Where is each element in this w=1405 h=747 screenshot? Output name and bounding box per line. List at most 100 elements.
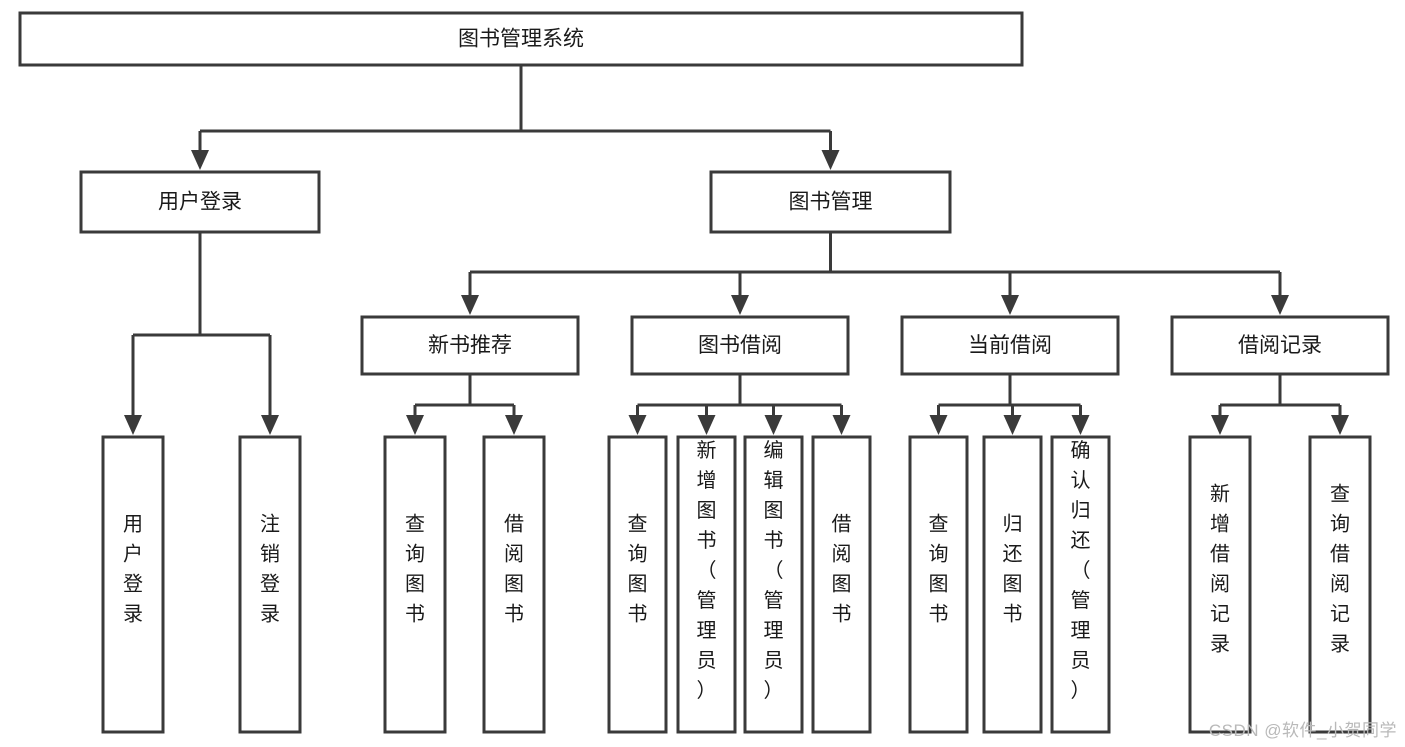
connector-group-user-login [124, 232, 279, 435]
node-box-leaf-user-login[interactable] [101, 435, 165, 734]
node-label-char: ） [697, 679, 717, 702]
node-leaf-edit-book[interactable]: 编辑图书（管理员） [743, 435, 804, 734]
node-label-char: 图 [832, 574, 852, 596]
node-box-new-book-rec[interactable] [360, 315, 580, 376]
node-label-char: 编 [764, 439, 784, 462]
node-current-borrow[interactable]: 当前借阅 [900, 315, 1120, 376]
node-new-book-rec[interactable]: 新书推荐 [360, 315, 580, 376]
node-label-char: 记 [1330, 603, 1350, 626]
arrow-head-icon [1331, 415, 1349, 435]
node-label-char: 销 [260, 543, 280, 566]
node-label-user-login: 用户登录 [158, 191, 242, 214]
node-leaf-user-login[interactable]: 用户登录 [101, 435, 165, 734]
node-label-leaf-query-book-1: 查询图书 [405, 513, 425, 626]
node-label-char: 查 [1330, 483, 1350, 506]
node-label-book-borrow: 图书借阅 [698, 334, 782, 357]
node-label-char: 录 [260, 604, 280, 626]
node-label-char: 增 [1210, 513, 1230, 536]
node-label-char: 查 [929, 513, 949, 536]
arrow-head-icon [697, 415, 716, 435]
node-label-char: 阅 [832, 543, 852, 566]
node-leaf-add-book[interactable]: 新增图书（管理员） [676, 435, 737, 734]
node-label-char: 增 [697, 469, 717, 492]
arrow-head-icon [261, 415, 279, 435]
node-leaf-return-book[interactable]: 归还图书 [982, 435, 1043, 734]
node-box-leaf-borrow-book-2[interactable] [811, 435, 872, 734]
node-user-login[interactable]: 用户登录 [79, 170, 321, 234]
node-box-current-borrow[interactable] [900, 315, 1120, 376]
node-leaf-user-logout[interactable]: 注销登录 [238, 435, 302, 734]
node-leaf-query-book-1[interactable]: 查询图书 [383, 435, 447, 734]
node-leaf-query-book-3[interactable]: 查询图书 [908, 435, 969, 734]
node-label-char: 询 [405, 543, 425, 566]
node-label-root: 图书管理系统 [458, 28, 584, 51]
node-label-leaf-borrow-book-2: 借阅图书 [832, 513, 852, 626]
node-label-char: 理 [1071, 620, 1091, 642]
node-box-leaf-add-book[interactable] [676, 435, 737, 734]
node-box-book-manage[interactable] [709, 170, 952, 234]
arrow-head-icon [1003, 415, 1022, 435]
node-label-char: 员 [1071, 650, 1091, 672]
node-label-char: 用 [123, 514, 143, 536]
node-layer: 图书管理系统用户登录图书管理新书推荐图书借阅当前借阅借阅记录用户登录注销登录查询… [18, 11, 1390, 734]
node-box-book-borrow[interactable] [630, 315, 850, 376]
node-box-leaf-borrow-book-1[interactable] [482, 435, 546, 734]
node-box-leaf-confirm-return[interactable] [1050, 435, 1111, 734]
arrow-head-icon [406, 415, 424, 435]
node-book-borrow[interactable]: 图书借阅 [630, 315, 850, 376]
node-label-leaf-query-book-2: 查询图书 [628, 513, 648, 626]
node-label-char: 录 [1210, 634, 1230, 656]
node-label-char: 员 [764, 650, 784, 672]
node-box-leaf-query-book-2[interactable] [607, 435, 668, 734]
node-label-char: 理 [764, 620, 784, 642]
arrow-head-icon [628, 415, 647, 435]
node-book-manage[interactable]: 图书管理 [709, 170, 952, 234]
node-borrow-record[interactable]: 借阅记录 [1170, 315, 1390, 376]
node-label-char: 查 [628, 513, 648, 536]
node-box-leaf-return-book[interactable] [982, 435, 1043, 734]
node-label-char: 户 [123, 543, 143, 566]
node-label-char: 管 [764, 589, 784, 612]
node-label-char: 书 [697, 529, 717, 552]
node-label-char: 书 [1003, 603, 1023, 626]
node-label-char: 管 [697, 589, 717, 612]
node-label-leaf-add-record: 新增借阅记录 [1210, 483, 1230, 656]
node-label-char: 书 [504, 603, 524, 626]
node-label-char: 书 [929, 603, 949, 626]
node-label-leaf-user-logout: 注销登录 [260, 513, 280, 626]
node-box-leaf-edit-book[interactable] [743, 435, 804, 734]
node-box-leaf-query-book-1[interactable] [383, 435, 447, 734]
node-box-user-login[interactable] [79, 170, 321, 234]
node-leaf-borrow-book-1[interactable]: 借阅图书 [482, 435, 546, 734]
node-label-char: 还 [1071, 529, 1091, 552]
arrow-head-icon [1271, 295, 1289, 315]
node-leaf-query-book-2[interactable]: 查询图书 [607, 435, 668, 734]
node-label-leaf-borrow-book-1: 借阅图书 [504, 513, 524, 626]
node-leaf-query-record[interactable]: 查询借阅记录 [1308, 435, 1372, 734]
node-label-leaf-query-record: 查询借阅记录 [1330, 483, 1350, 656]
node-label-char: 借 [504, 513, 524, 536]
node-box-leaf-query-record[interactable] [1308, 435, 1372, 734]
node-label-current-borrow: 当前借阅 [968, 334, 1052, 357]
arrow-head-icon [731, 295, 749, 315]
node-box-leaf-user-logout[interactable] [238, 435, 302, 734]
node-label-char: 辑 [764, 469, 784, 492]
node-box-borrow-record[interactable] [1170, 315, 1390, 376]
node-label-char: 图 [504, 574, 524, 596]
node-box-root[interactable] [18, 11, 1024, 67]
node-label-char: 借 [1210, 543, 1230, 566]
node-box-leaf-add-record[interactable] [1188, 435, 1252, 734]
node-label-char: 书 [764, 529, 784, 552]
node-leaf-borrow-book-2[interactable]: 借阅图书 [811, 435, 872, 734]
node-box-leaf-query-book-3[interactable] [908, 435, 969, 734]
node-label-leaf-return-book: 归还图书 [1003, 513, 1023, 626]
node-leaf-add-record[interactable]: 新增借阅记录 [1188, 435, 1252, 734]
connector-group-root [191, 65, 840, 170]
node-label-char: 借 [832, 513, 852, 536]
arrow-head-icon [832, 415, 851, 435]
node-root[interactable]: 图书管理系统 [18, 11, 1024, 67]
node-leaf-confirm-return[interactable]: 确认归还（管理员） [1050, 435, 1111, 734]
node-label-char: 图 [929, 574, 949, 596]
node-label-char: 借 [1330, 543, 1350, 566]
arrow-head-icon [461, 295, 479, 315]
